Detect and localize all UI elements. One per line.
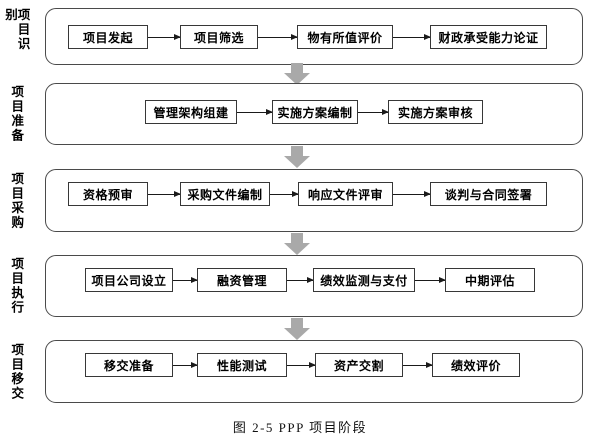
- flow-step-box: 资格预审: [68, 182, 148, 206]
- flow-arrow-icon: [287, 362, 316, 368]
- flow-arrow-icon: [148, 191, 181, 197]
- flow-step-box: 谈判与合同签署: [430, 182, 547, 206]
- flow-step-box: 财政承受能力论证: [430, 25, 547, 49]
- flow-step-box: 实施方案编制: [272, 100, 358, 124]
- flow-arrow-icon: [258, 34, 298, 40]
- flow-arrow-icon: [415, 277, 446, 283]
- flow-arrow-icon: [403, 362, 433, 368]
- phase-label: 项目移交: [9, 342, 24, 401]
- flow-arrow-icon: [287, 277, 314, 283]
- phase-label: 项目准备: [9, 85, 24, 143]
- flow-arrow-icon: [358, 109, 389, 115]
- flow-step-box: 响应文件评审: [298, 182, 393, 206]
- phase-row-execution: 项目执行 项目公司设立 融资管理 绩效监测与支付 中期评估: [0, 255, 600, 317]
- flow-arrow-icon: [173, 277, 198, 283]
- section-down-arrow-icon: [284, 146, 310, 168]
- flow-step-box: 移交准备: [85, 353, 173, 377]
- phase-label: 项目采购: [9, 171, 24, 230]
- flow-arrow-icon: [173, 362, 198, 368]
- section-down-arrow-icon: [284, 63, 310, 85]
- phase-row-transfer: 项目移交 移交准备 性能测试 资产交割 绩效评价: [0, 340, 600, 403]
- flow-step-box: 项目发起: [68, 25, 148, 49]
- phase-row-identification: 项目识别 项目发起 项目筛选 物有所值评价 财政承受能力论证: [0, 8, 600, 65]
- flow-arrow-icon: [270, 191, 299, 197]
- section-down-arrow-icon: [284, 233, 310, 255]
- flow-arrow-icon: [393, 34, 431, 40]
- flow-step-box: 绩效监测与支付: [313, 268, 415, 292]
- flow-step-box: 管理架构组建: [145, 100, 237, 124]
- phase-row-procurement: 项目采购 资格预审 采购文件编制 响应文件评审 谈判与合同签署: [0, 169, 600, 232]
- flow-step-box: 物有所值评价: [297, 25, 393, 49]
- flow-step-box: 中期评估: [445, 268, 535, 292]
- flow-step-box: 资产交割: [315, 353, 403, 377]
- flow-step-box: 实施方案审核: [388, 100, 483, 124]
- flow-step-box: 绩效评价: [432, 353, 520, 377]
- flow-step-box: 项目公司设立: [85, 268, 173, 292]
- phase-label: 项目执行: [9, 257, 24, 315]
- flow-step-box: 项目筛选: [180, 25, 258, 49]
- figure-caption: 图 2-5 PPP 项目阶段: [232, 420, 368, 435]
- phase-row-preparation: 项目准备 管理架构组建 实施方案编制 实施方案审核: [0, 83, 600, 145]
- phase-label: 项目识别: [3, 8, 30, 52]
- section-down-arrow-icon: [284, 318, 310, 340]
- flow-step-box: 采购文件编制: [180, 182, 270, 206]
- flow-step-box: 融资管理: [197, 268, 287, 292]
- flow-arrow-icon: [237, 109, 273, 115]
- flow-arrow-icon: [393, 191, 431, 197]
- flow-arrow-icon: [148, 34, 181, 40]
- flow-step-box: 性能测试: [197, 353, 287, 377]
